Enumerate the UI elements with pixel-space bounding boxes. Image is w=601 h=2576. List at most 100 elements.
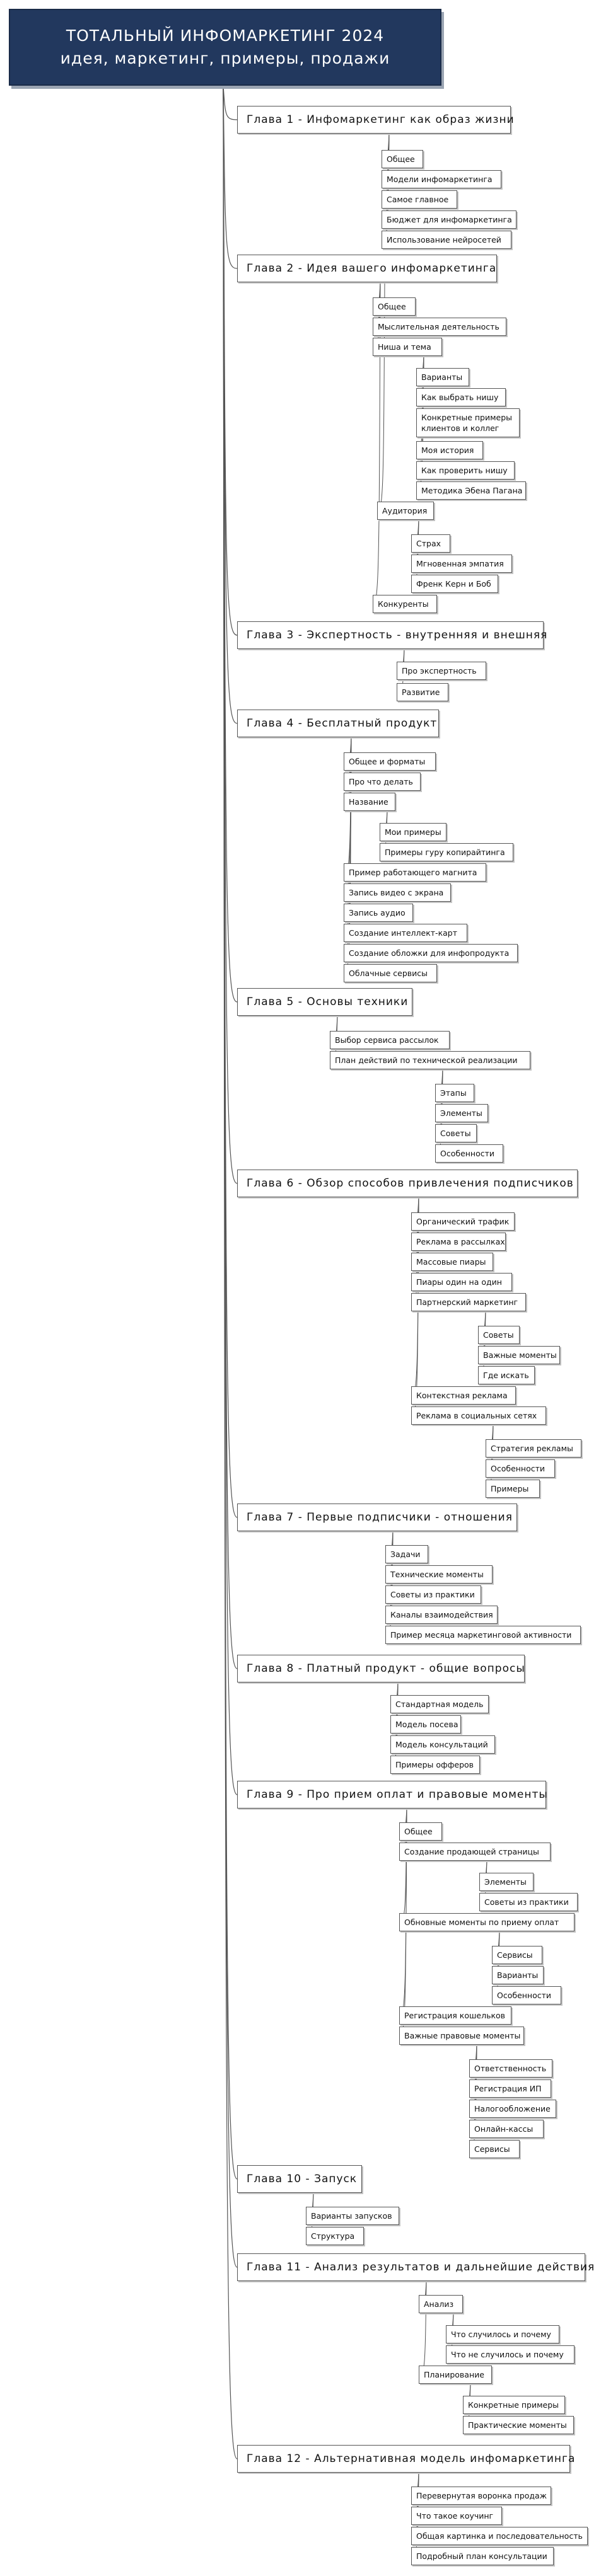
ch2-item-general[interactable]: Общее: [373, 297, 416, 316]
ch9-legal-online-cashbox[interactable]: Онлайн-кассы: [469, 2120, 544, 2138]
ch4-item-general-formats[interactable]: Общее и форматы: [344, 752, 436, 771]
chapter-8-node[interactable]: Глава 8 - Платный продукт - общие вопрос…: [237, 1655, 525, 1682]
ch6-item-one-on-one-pr[interactable]: Пиары один на один: [411, 1273, 512, 1291]
ch12-item-consulting-plan[interactable]: Подробный план консультации: [411, 2547, 554, 2565]
ch8-item-consulting-model[interactable]: Модель консультаций: [390, 1735, 495, 1754]
chapter-1-node[interactable]: Глава 1 - Инфомаркетинг как образ жизни: [237, 106, 514, 134]
ch3-item-about-expertise[interactable]: Про экспертность: [397, 662, 486, 680]
ch1-item-budget[interactable]: Бюджет для инфомаркетинга: [382, 210, 516, 229]
ch5-plan-elements[interactable]: Элементы: [435, 1104, 488, 1122]
ch6-item-social-ads[interactable]: Реклама в социальных сетях: [411, 1406, 546, 1425]
ch2-audience-frank-kern[interactable]: Френк Керн и Боб: [411, 575, 498, 593]
ch1-item-neural-networks[interactable]: Использование нейросетей: [382, 231, 511, 249]
ch7-item-interaction-channels[interactable]: Каналы взаимодействия: [385, 1606, 498, 1624]
ch4-title-guru-examples[interactable]: Примеры гуру копирайтинга: [380, 843, 513, 861]
ch10-item-structure[interactable]: Структура: [306, 2227, 364, 2245]
ch6-partner-important[interactable]: Важные моменты: [478, 1346, 560, 1364]
ch4-item-what-to-do[interactable]: Про что делать: [344, 773, 421, 791]
ch2-item-thinking[interactable]: Мыслительная деятельность: [373, 318, 506, 336]
ch6-item-mailing-ads[interactable]: Реклама в рассылках: [411, 1233, 506, 1251]
ch8-item-seeding-model[interactable]: Модель посева: [390, 1715, 461, 1734]
ch9-legal-responsibility[interactable]: Ответственность: [469, 2059, 552, 2078]
ch11-planning-examples[interactable]: Конкретные примеры: [463, 2396, 565, 2414]
ch1-item-general[interactable]: Общее: [382, 150, 423, 168]
ch6-item-organic-traffic[interactable]: Органический трафик: [411, 1212, 515, 1231]
ch9-sales-page-elements[interactable]: Элементы: [479, 1873, 534, 1891]
ch5-item-tech-plan[interactable]: План действий по технической реализации: [330, 1051, 530, 1069]
ch9-item-wallet-registration[interactable]: Регистрация кошельков: [399, 2006, 511, 2025]
ch2-niche-my-story[interactable]: Моя история: [416, 441, 483, 459]
mindmap-root-title[interactable]: ТОТАЛЬНЫЙ ИНФОМАРКЕТИНГ 2024 идея, марке…: [9, 9, 441, 86]
chapter-12-node[interactable]: Глава 12 - Альтернативная модель инфомар…: [237, 2445, 575, 2473]
ch4-item-audio-recording[interactable]: Запись аудио: [344, 904, 413, 922]
chapter-5-node[interactable]: Глава 5 - Основы техники: [237, 988, 412, 1016]
chapter-6-node[interactable]: Глава 6 - Обзор способов привлечения под…: [237, 1170, 578, 1197]
ch1-item-models[interactable]: Модели инфомаркетинга: [382, 170, 501, 188]
ch12-item-overall-picture[interactable]: Общая картинка и последовательность: [411, 2527, 588, 2545]
ch5-plan-features[interactable]: Особенности: [435, 1144, 503, 1163]
chapter-11-node[interactable]: Глава 11 - Анализ результатов и дальнейш…: [237, 2253, 594, 2281]
ch5-plan-stages[interactable]: Этапы: [435, 1084, 474, 1102]
ch4-item-title[interactable]: Название: [344, 793, 395, 811]
ch4-item-cloud-services[interactable]: Облачные сервисы: [344, 964, 437, 982]
ch7-item-tasks[interactable]: Задачи: [385, 1545, 428, 1563]
ch11-item-analysis[interactable]: Анализ: [419, 2295, 463, 2313]
ch9-payment-services[interactable]: Сервисы: [492, 1946, 542, 1964]
ch2-niche-how-to-choose[interactable]: Как выбрать нишу: [416, 388, 506, 406]
ch4-item-screen-recording[interactable]: Запись видео с экрана: [344, 883, 451, 902]
chapter-9-node[interactable]: Глава 9 - Про прием оплат и правовые мом…: [237, 1781, 547, 1808]
ch2-niche-how-to-check[interactable]: Как проверить нишу: [416, 461, 515, 480]
chapter-10-node[interactable]: Глава 10 - Запуск: [237, 2165, 362, 2193]
ch8-item-offer-examples[interactable]: Примеры офферов: [390, 1756, 480, 1774]
chapter-7-node[interactable]: Глава 7 - Первые подписчики - отношения: [237, 1504, 517, 1531]
ch6-partner-tips[interactable]: Советы: [478, 1326, 520, 1344]
chapter-4-node[interactable]: Глава 4 - Бесплатный продукт: [237, 710, 439, 737]
ch6-item-mass-pr[interactable]: Массовые пиары: [411, 1253, 493, 1271]
ch4-item-cover-creation[interactable]: Создание обложки для инфопродукта: [344, 944, 518, 962]
ch9-item-legal-moments[interactable]: Важные правовые моменты: [399, 2027, 524, 2045]
ch11-planning-practical[interactable]: Практические моменты: [463, 2416, 574, 2434]
ch5-item-mailing-service[interactable]: Выбор сервиса рассылок: [330, 1031, 450, 1049]
ch2-niche-eben-pagan-method[interactable]: Методика Эбена Пагана: [416, 481, 526, 500]
ch7-item-tech-moments[interactable]: Технические моменты: [385, 1565, 493, 1584]
ch7-item-month-example[interactable]: Пример месяца маркетинговой активности: [385, 1626, 581, 1644]
ch5-plan-tips[interactable]: Советы: [435, 1124, 477, 1142]
ch2-item-niche[interactable]: Ниша и тема: [373, 338, 442, 356]
ch2-item-audience[interactable]: Аудитория: [377, 502, 434, 520]
ch12-item-what-is-coaching[interactable]: Что такое коучинг: [411, 2507, 502, 2525]
ch2-item-competitors[interactable]: Конкуренты: [373, 595, 437, 613]
ch6-partner-where-to-find[interactable]: Где искать: [478, 1366, 535, 1384]
ch9-legal-services[interactable]: Сервисы: [469, 2140, 520, 2158]
ch6-social-ads-strategy[interactable]: Стратегия рекламы: [486, 1439, 581, 1458]
ch9-item-sales-page[interactable]: Создание продающей страницы: [399, 1843, 551, 1861]
ch7-item-practice-tips[interactable]: Советы из практики: [385, 1585, 481, 1604]
ch2-niche-client-examples[interactable]: Конкретные примеры клиентов и коллег: [416, 408, 520, 437]
ch9-payment-variants[interactable]: Варианты: [492, 1966, 544, 1984]
ch4-title-my-examples[interactable]: Мои примеры: [380, 823, 446, 841]
ch9-item-general[interactable]: Общее: [399, 1822, 442, 1841]
ch6-social-ads-examples[interactable]: Примеры: [486, 1480, 540, 1498]
ch10-item-launch-variants[interactable]: Варианты запусков: [306, 2207, 399, 2225]
ch2-niche-variants[interactable]: Варианты: [416, 368, 469, 386]
chapter-3-node[interactable]: Глава 3 - Экспертность - внутренняя и вн…: [237, 621, 547, 649]
ch6-social-ads-features[interactable]: Особенности: [486, 1459, 555, 1478]
ch4-item-magnet-example[interactable]: Пример работающего магнита: [344, 863, 486, 882]
ch2-audience-fear[interactable]: Страх: [411, 534, 450, 553]
ch12-item-reverse-funnel[interactable]: Перевернутая воронка продаж: [411, 2487, 551, 2505]
ch2-audience-instant-empathy[interactable]: Мгновенная эмпатия: [411, 555, 512, 573]
chapter-2-node[interactable]: Глава 2 - Идея вашего инфомаркетинга: [237, 255, 497, 282]
ch8-item-standard-model[interactable]: Стандартная модель: [390, 1695, 489, 1713]
ch9-legal-taxation[interactable]: Налогообложение: [469, 2100, 556, 2118]
ch9-legal-ip-registration[interactable]: Регистрация ИП: [469, 2079, 551, 2098]
ch6-item-partner-marketing[interactable]: Партнерский маркетинг: [411, 1293, 526, 1311]
ch11-analysis-what-did-not[interactable]: Что не случилось и почему: [446, 2345, 575, 2364]
ch4-item-mindmaps[interactable]: Создание интеллект-карт: [344, 924, 467, 942]
ch9-item-payment-moments[interactable]: Обновные моменты по приему оплат: [399, 1913, 575, 1931]
ch9-payment-features[interactable]: Особенности: [492, 1986, 561, 2004]
ch3-item-development[interactable]: Развитие: [397, 683, 448, 701]
ch1-item-main-thing[interactable]: Самое главное: [382, 190, 457, 209]
ch6-item-context-ads[interactable]: Контекстная реклама: [411, 1386, 516, 1405]
ch9-sales-page-tips[interactable]: Советы из практики: [479, 1893, 578, 1911]
ch11-analysis-what-happened[interactable]: Что случилось и почему: [446, 2325, 559, 2343]
ch11-item-planning[interactable]: Планирование: [419, 2366, 492, 2384]
